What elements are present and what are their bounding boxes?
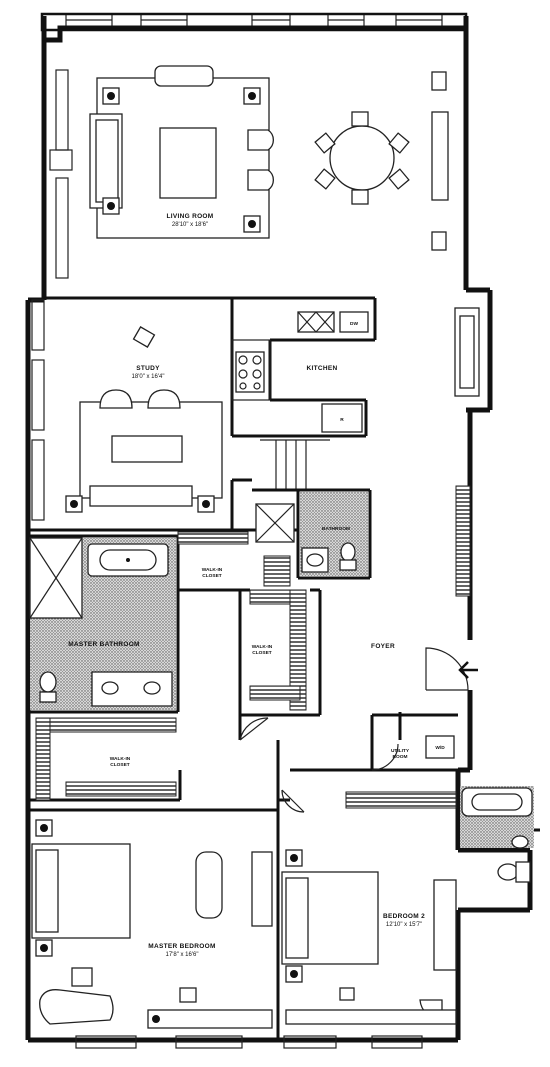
kitchen-label: KITCHEN <box>307 365 338 372</box>
walk-in-closet-3-label-2: CLOSET <box>110 762 130 768</box>
master-bedroom-furniture <box>31 819 273 1029</box>
study-furniture <box>65 326 223 513</box>
bedroom-2-label: BEDROOM 2 <box>383 913 425 920</box>
bathroom-label: BATHROOM <box>322 526 350 532</box>
study-dims: 18'0" x 16'4" <box>132 374 165 380</box>
entry-arrow-icon <box>458 661 478 679</box>
refrigerator-label: R <box>340 417 344 423</box>
bottom-windows <box>75 1035 423 1049</box>
walk-in-closet-1-label-2: CLOSET <box>202 573 222 579</box>
top-windows <box>65 13 443 28</box>
walk-in-closet-2-label-2: CLOSET <box>252 650 272 656</box>
entry-door <box>425 647 469 691</box>
master-bathroom-label: MASTER BATHROOM <box>68 641 140 648</box>
walk-in-closet-3 <box>35 717 177 801</box>
bedroom-2-dims: 12'10" x 15'7" <box>386 922 422 928</box>
east-details <box>454 307 480 597</box>
utility-room-fixtures <box>425 735 455 759</box>
walk-in-closet-1 <box>177 531 291 587</box>
living-room-furniture <box>89 65 449 251</box>
walk-in-closet-2-label-1: WALK-IN <box>252 644 273 650</box>
washer-dryer-label: W/D <box>435 745 445 751</box>
foyer-label: FOYER <box>371 643 395 650</box>
master-bedroom-label: MASTER BEDROOM <box>148 943 215 950</box>
utility-room-label-1: UTILITY <box>391 748 410 754</box>
study-label: STUDY <box>136 365 160 372</box>
exterior-walls <box>25 12 533 1043</box>
utility-room-label-2: ROOM <box>393 754 408 760</box>
bathroom-fixtures <box>255 492 368 576</box>
master-bathroom-fixtures <box>29 537 176 710</box>
bedroom-2-bath-fixtures <box>460 786 534 883</box>
left-windows <box>31 69 73 521</box>
kitchen-fixtures <box>231 311 369 433</box>
walk-in-closet-1-label-1: WALK-IN <box>202 567 223 573</box>
walk-in-closet-2 <box>249 589 307 711</box>
living-room-dims: 28'10" x 18'6" <box>172 222 208 228</box>
dishwasher-label: DW <box>350 321 358 327</box>
bedroom-2-furniture <box>281 791 457 1025</box>
living-room-label: LIVING ROOM <box>167 213 214 220</box>
master-bedroom-dims: 17'8" x 16'6" <box>166 952 199 958</box>
walk-in-closet-3-label-1: WALK-IN <box>110 756 131 762</box>
door-swings <box>239 717 399 813</box>
